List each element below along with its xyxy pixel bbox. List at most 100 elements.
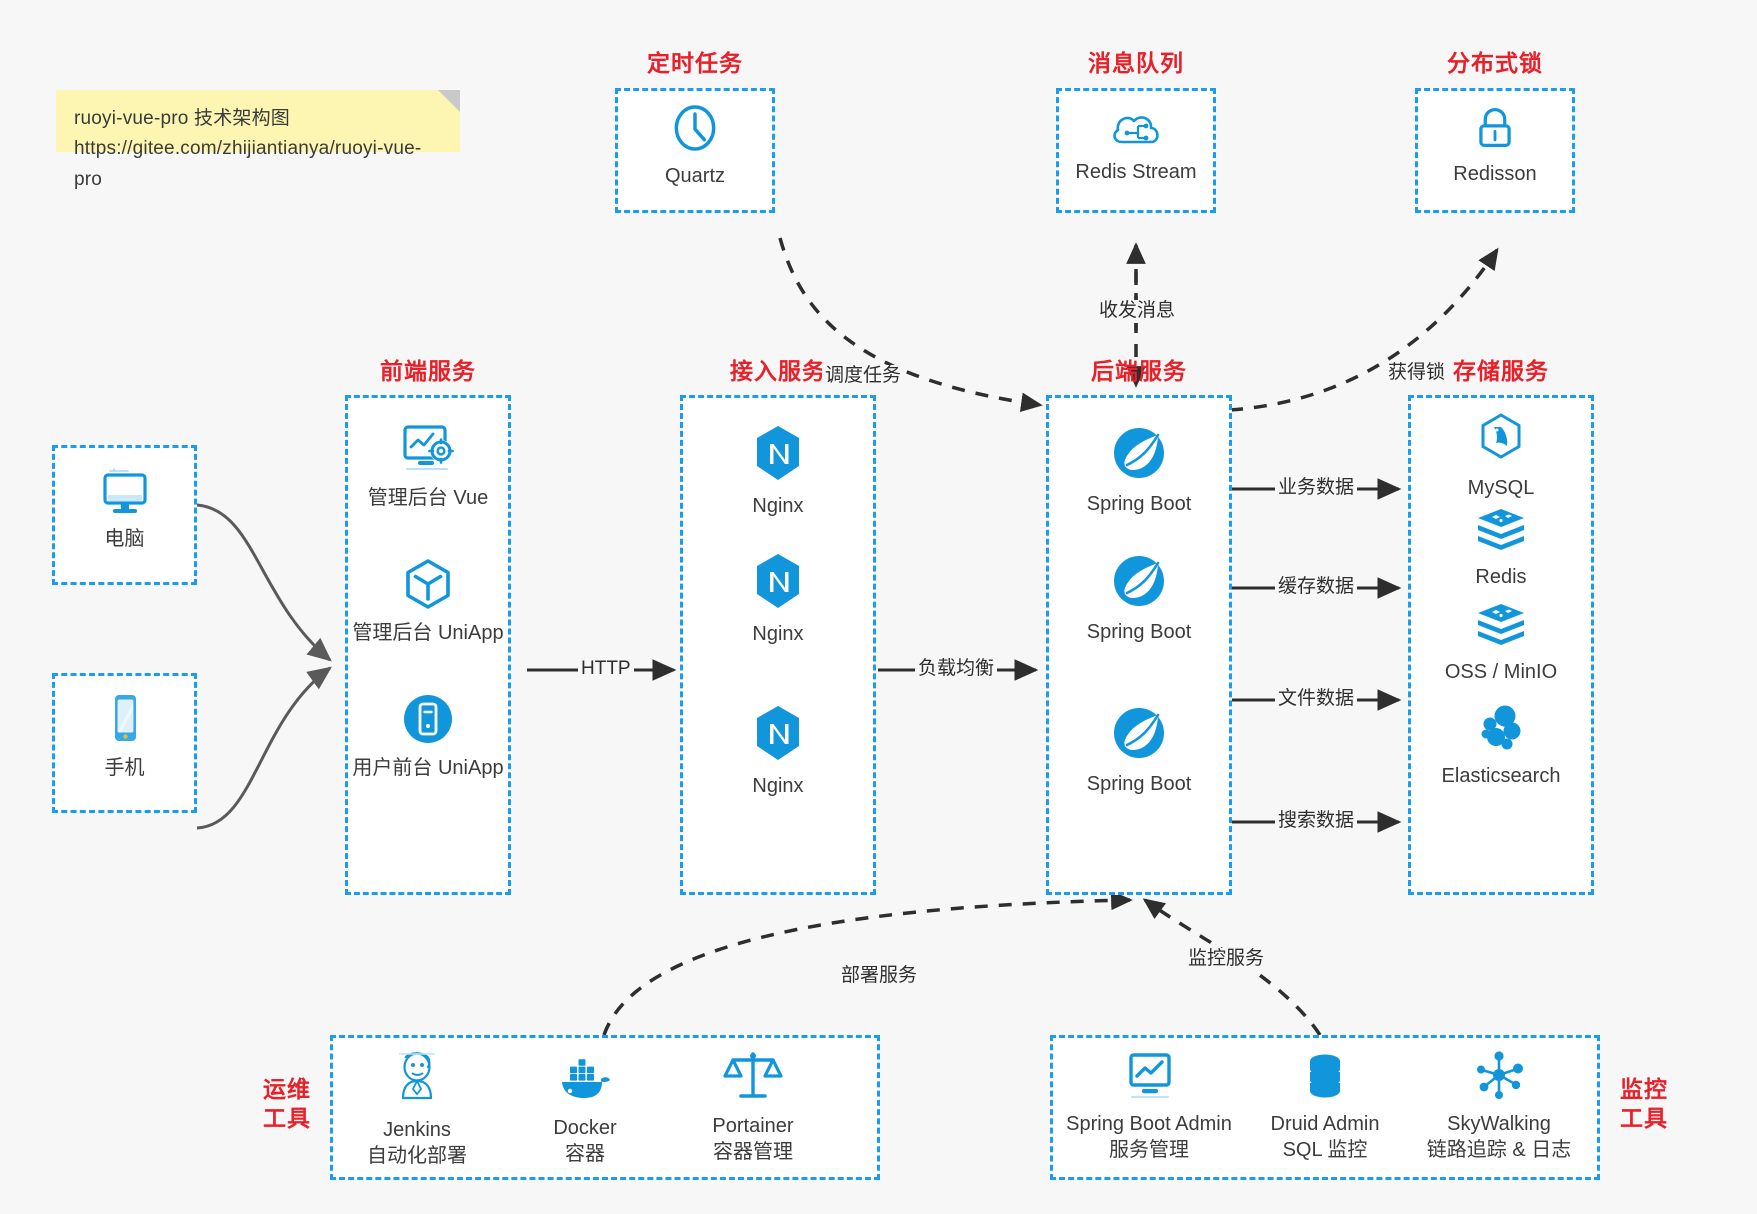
note-card: ruoyi-vue-pro 技术架构图 https://gitee.com/zh… [56, 90, 460, 190]
devops-title-line1: 运维 [263, 1076, 311, 1102]
node-sublabel: 容器 [565, 1143, 605, 1165]
node-label: Spring Boot [1086, 773, 1192, 795]
nginx-icon [749, 702, 807, 766]
node-redis[interactable]: Redis [1408, 505, 1594, 590]
node-label: Redis Stream [1075, 161, 1197, 183]
node-label: Nginx [752, 623, 804, 645]
node-label: MySQL [1467, 477, 1535, 499]
edge-label-schedule-task: 调度任务 [822, 365, 905, 388]
node-admin-vue[interactable]: 管理后台 Vue [345, 420, 511, 511]
dashboard-settings-icon [397, 420, 459, 478]
clock-icon [667, 100, 723, 156]
note-url: https://gitee.com/zhijiantianya/ruoyi-vu… [74, 138, 422, 190]
nginx-icon [749, 422, 807, 486]
group-title-storage: 存储服务 [1453, 358, 1549, 384]
nginx-icon [749, 550, 807, 614]
node-springboot-1[interactable]: Spring Boot [1046, 422, 1232, 517]
group-title-backend: 后端服务 [1091, 358, 1187, 384]
spring-boot-icon [1108, 702, 1170, 764]
node-nginx-2[interactable]: Nginx [680, 550, 876, 647]
node-sublabel: SQL 监控 [1282, 1139, 1368, 1161]
group-backend [1046, 395, 1232, 895]
edge-label-file-data: 文件数据 [1275, 688, 1358, 711]
elasticsearch-icon [1472, 700, 1530, 756]
app-circle-icon [399, 690, 457, 748]
mysql-icon [1473, 410, 1529, 468]
node-label: Spring Boot Admin [1066, 1113, 1232, 1135]
node-label: Jenkins [383, 1119, 451, 1141]
node-label: OSS / MinIO [1444, 661, 1558, 683]
group-title-mq: 消息队列 [1088, 50, 1184, 76]
group-title-scheduler: 定时任务 [647, 50, 743, 76]
monitoring-title-line1: 监控 [1620, 1076, 1668, 1102]
node-label: Spring Boot [1086, 493, 1192, 515]
note-fold-corner [438, 90, 460, 112]
group-frontend [345, 395, 511, 895]
note-title: ruoyi-vue-pro 技术架构图 [74, 108, 291, 129]
node-springboot-3[interactable]: Spring Boot [1046, 702, 1232, 797]
node-label: Druid Admin [1270, 1113, 1380, 1135]
database-icon [1297, 1048, 1353, 1104]
node-docker[interactable]: Docker 容器 [500, 1050, 670, 1167]
node-elasticsearch[interactable]: Elasticsearch [1408, 700, 1594, 789]
skywalking-icon [1470, 1048, 1528, 1104]
node-skywalking[interactable]: SkyWalking 链路追踪 & 日志 [1400, 1048, 1598, 1163]
node-label: 手机 [104, 757, 145, 779]
node-springboot-2[interactable]: Spring Boot [1046, 550, 1232, 645]
node-spring-boot-admin[interactable]: Spring Boot Admin 服务管理 [1050, 1048, 1248, 1163]
edge-label-business-data: 业务数据 [1275, 477, 1358, 500]
group-title-lock: 分布式锁 [1447, 50, 1543, 76]
node-oss-minio[interactable]: OSS / MinIO [1408, 600, 1594, 685]
node-portainer[interactable]: Portainer 容器管理 [668, 1046, 838, 1165]
node-sublabel: 容器管理 [713, 1141, 793, 1163]
group-client-desktop [52, 445, 197, 585]
node-label: Redis [1475, 566, 1527, 588]
node-quartz[interactable]: Quartz [615, 100, 775, 189]
node-jenkins[interactable]: Jenkins 自动化部署 [332, 1048, 502, 1169]
node-nginx-3[interactable]: Nginx [680, 702, 876, 799]
lock-icon [1469, 102, 1521, 154]
edge-label-http: HTTP [578, 658, 634, 681]
group-title-gateway: 接入服务 [730, 358, 826, 384]
node-label: Quartz [664, 165, 726, 187]
edge-label-monitor-service: 监控服务 [1185, 948, 1268, 971]
jenkins-icon [389, 1048, 445, 1110]
node-redis-stream[interactable]: Redis Stream [1056, 104, 1216, 185]
edge-label-send-receive-message: 收发消息 [1096, 300, 1179, 323]
node-label: 用户前台 UniApp [352, 757, 504, 779]
node-redisson[interactable]: Redisson [1415, 102, 1575, 187]
scales-icon [723, 1046, 783, 1106]
node-sublabel: 链路追踪 & 日志 [1426, 1139, 1572, 1161]
node-label: Redisson [1453, 163, 1537, 185]
monitoring-title-line2: 工具 [1620, 1104, 1668, 1131]
edge-label-cache-data: 缓存数据 [1275, 576, 1358, 599]
docker-icon [554, 1050, 616, 1108]
group-title-monitoring: 监控 工具 [1612, 1075, 1676, 1133]
edge-label-load-balance: 负载均衡 [915, 658, 998, 681]
node-mobile[interactable]: 手机 [52, 690, 197, 781]
group-mq [1056, 88, 1216, 213]
cloud-network-icon [1108, 104, 1164, 152]
node-sublabel: 服务管理 [1109, 1139, 1189, 1161]
node-label: 管理后台 UniApp [352, 622, 504, 644]
spring-boot-icon [1108, 422, 1170, 484]
node-label: Portainer [712, 1115, 794, 1137]
node-label: 电脑 [104, 528, 145, 550]
spring-boot-icon [1108, 550, 1170, 612]
mobile-phone-icon [101, 690, 149, 748]
node-admin-uniapp[interactable]: 管理后台 UniApp [345, 555, 511, 646]
node-desktop[interactable]: 电脑 [52, 465, 197, 552]
node-label: SkyWalking [1447, 1113, 1551, 1135]
node-nginx-1[interactable]: Nginx [680, 422, 876, 519]
node-druid-admin[interactable]: Druid Admin SQL 监控 [1240, 1048, 1410, 1163]
node-label: Elasticsearch [1441, 765, 1561, 787]
devops-title-line2: 工具 [263, 1104, 311, 1131]
edge-label-deploy-service: 部署服务 [838, 965, 921, 988]
node-sublabel: 自动化部署 [367, 1145, 467, 1167]
node-label: Spring Boot [1086, 621, 1192, 643]
node-user-uniapp[interactable]: 用户前台 UniApp [345, 690, 511, 781]
node-label: Nginx [752, 775, 804, 797]
cube-icon [399, 555, 457, 613]
node-mysql[interactable]: MySQL [1408, 410, 1594, 501]
node-label: 管理后台 Vue [367, 487, 489, 509]
